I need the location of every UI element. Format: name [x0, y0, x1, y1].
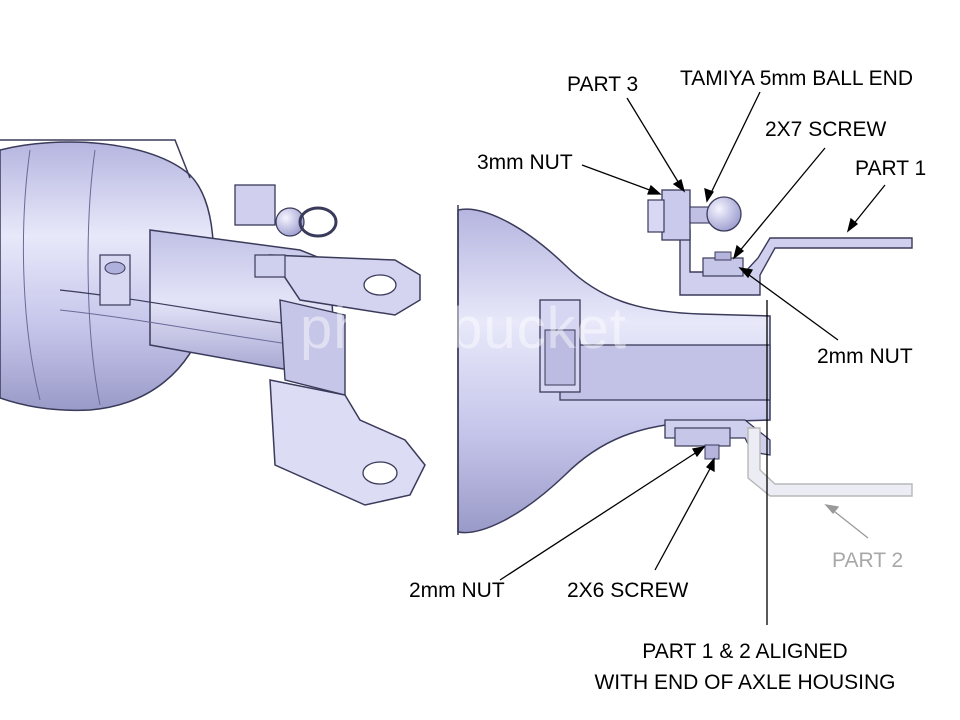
label-aligned-line2: WITH END OF AXLE HOUSING	[594, 671, 896, 694]
label-2x6-screw: 2X6 SCREW	[567, 579, 689, 602]
label-3mm-nut: 3mm NUT	[477, 151, 573, 174]
label-2x7-screw: 2X7 SCREW	[765, 118, 887, 141]
label-part1: PART 1	[855, 157, 927, 180]
label-part2: PART 2	[832, 549, 904, 572]
watermark: photobucket	[300, 296, 628, 361]
leader-lines	[499, 91, 886, 581]
section-view	[457, 189, 913, 625]
label-ball-end: TAMIYA 5mm BALL END	[680, 67, 913, 90]
label-aligned-note: PART 1 & 2 ALIGNED WITH END OF AXLE HOUS…	[560, 636, 930, 698]
perspective-view	[0, 139, 426, 506]
label-2mm-nut-upper: 2mm NUT	[817, 345, 913, 368]
label-aligned-line1: PART 1 & 2 ALIGNED	[642, 640, 848, 663]
label-2mm-nut-lower: 2mm NUT	[409, 579, 505, 602]
label-part3: PART 3	[567, 73, 639, 96]
